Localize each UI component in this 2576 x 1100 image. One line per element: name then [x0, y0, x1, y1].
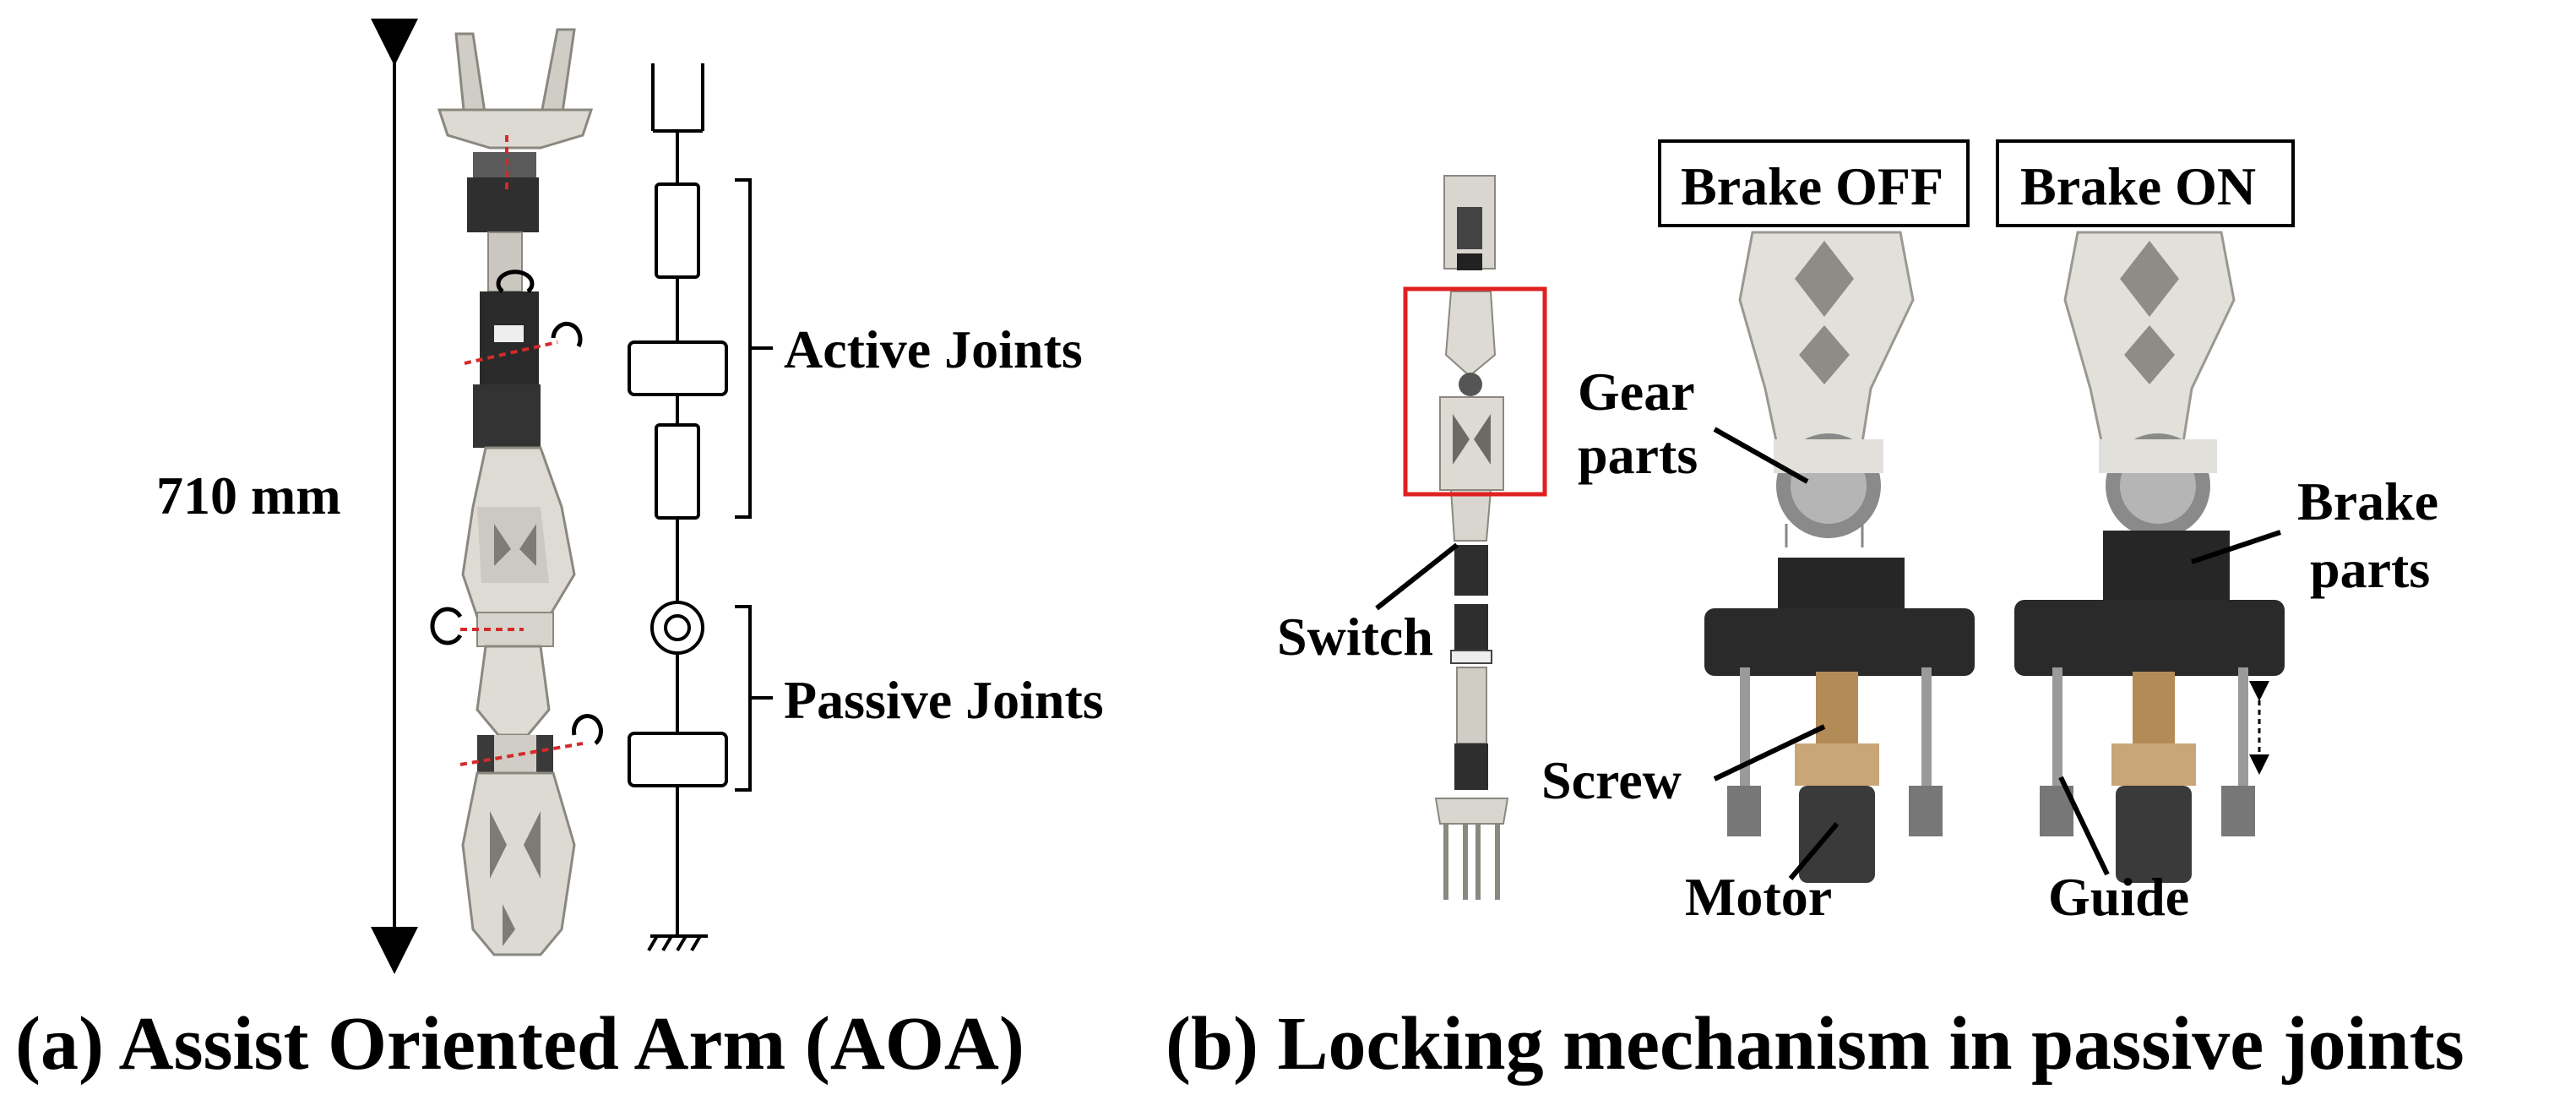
brake-parts-line2: parts — [2310, 539, 2430, 599]
switch-label: Switch — [1277, 607, 1433, 667]
gear-label-line2: parts — [1578, 425, 1698, 485]
switch-leader — [1375, 542, 1459, 611]
active-bracket — [735, 178, 773, 519]
highlight-box — [1403, 286, 1547, 497]
caption-b: (b) Locking mechanism in passive joints — [1166, 1002, 2465, 1086]
dimension-label: 710 mm — [156, 466, 341, 525]
brake-off-box — [1658, 139, 1970, 227]
caption-a: (a) Assist Oriented Arm (AOA) — [15, 1002, 1024, 1086]
panel-a: 710 mm — [15, 19, 1104, 1086]
kinematic-schematic — [628, 63, 728, 952]
gear-label-line1: Gear — [1578, 362, 1695, 422]
brake-leader — [2191, 530, 2281, 564]
passive-bracket — [735, 605, 773, 792]
brake-parts-line1: Brake — [2297, 471, 2438, 531]
guide-label: Guide — [2048, 867, 2189, 927]
motor-leader — [1788, 822, 1840, 880]
arm-thumbnail — [1434, 175, 1509, 900]
panel-b: Switch Brake OFF Brake ON — [1166, 139, 2465, 1086]
brake-off-label: Brake OFF — [1681, 156, 1943, 216]
guide-leader — [2058, 776, 2110, 876]
screw-leader — [1713, 724, 1826, 781]
gear-leader — [1713, 427, 1809, 484]
brake-on-box — [1996, 139, 2295, 227]
motor-label: Motor — [1685, 867, 1832, 927]
screw-label: Screw — [1541, 750, 1682, 810]
passive-joints-label: Passive Joints — [784, 670, 1104, 730]
brake-on-label: Brake ON — [2020, 156, 2256, 216]
aoa-arm-render — [430, 28, 603, 956]
mechanism-brake-off — [1704, 231, 1975, 883]
active-joints-label: Active Joints — [784, 319, 1083, 379]
mechanism-brake-on — [2014, 231, 2285, 883]
